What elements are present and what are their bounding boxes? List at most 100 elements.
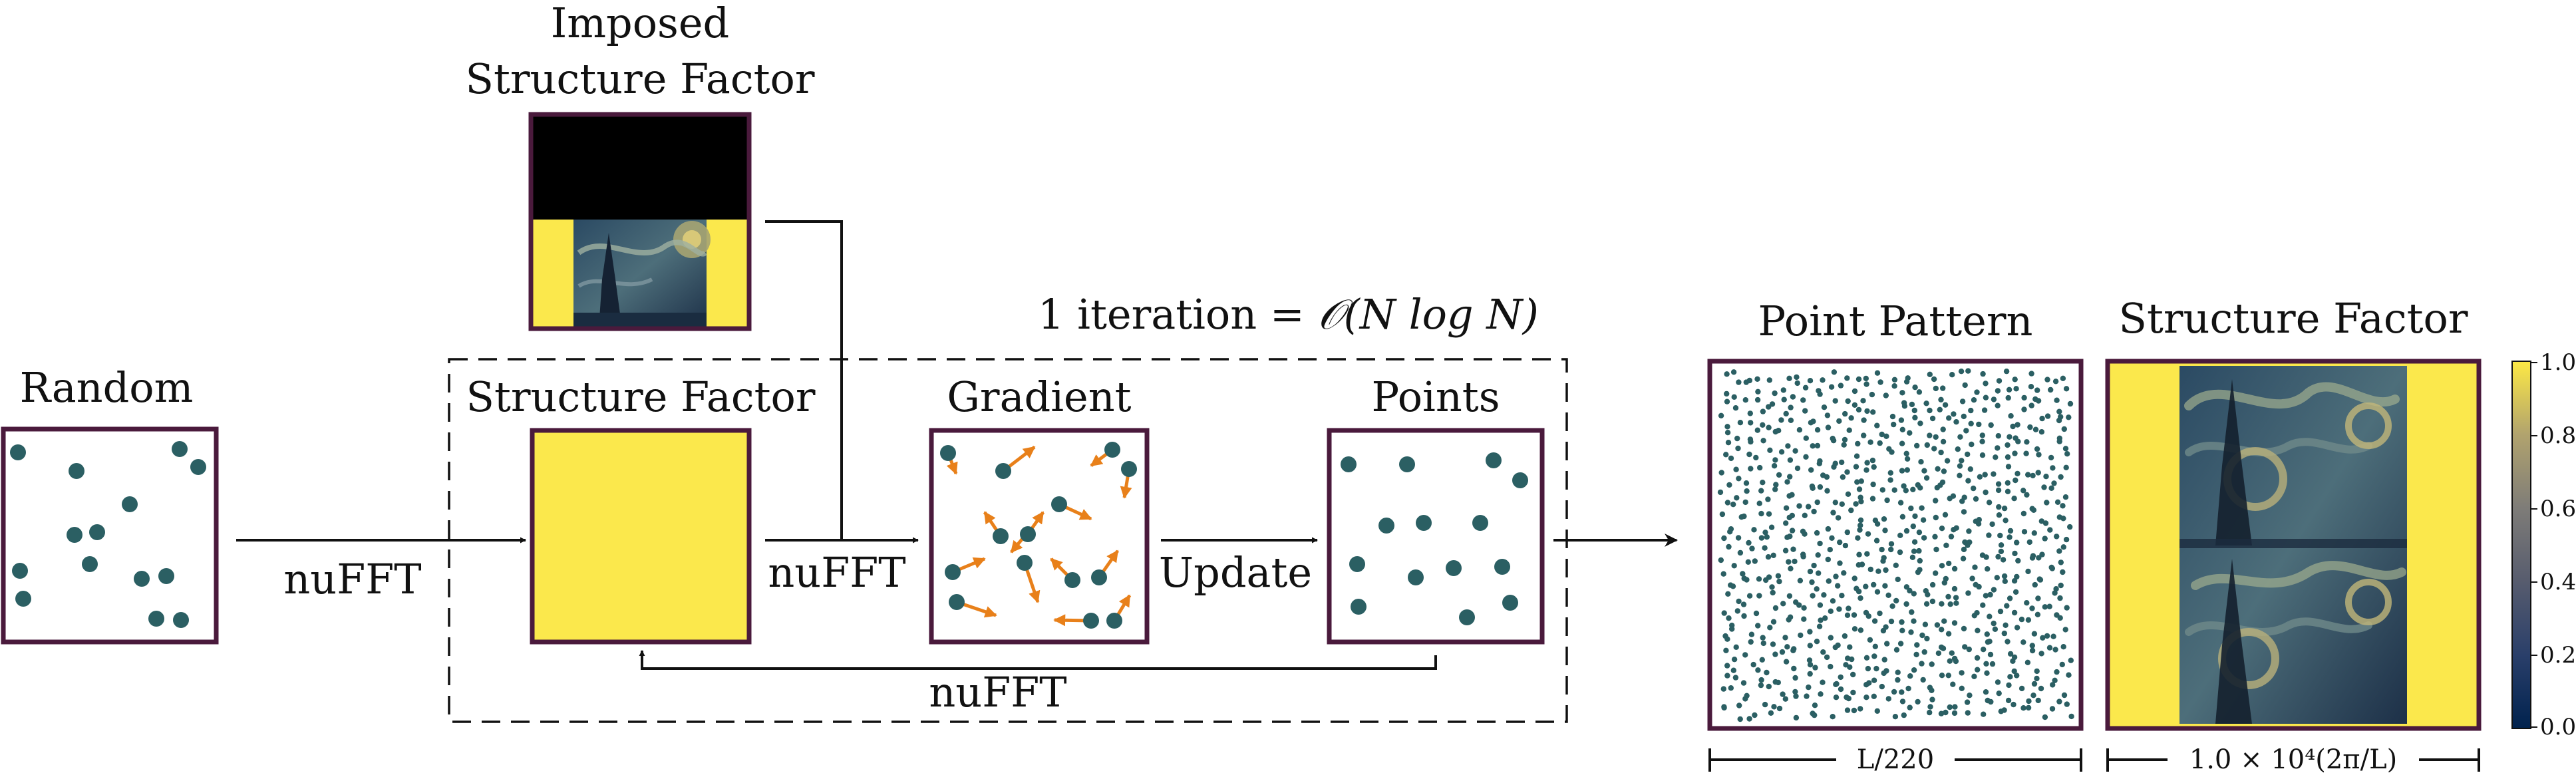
- pattern-dot: [2007, 434, 2012, 440]
- pattern-dot: [1873, 665, 1879, 672]
- pattern-dot: [1768, 524, 1775, 530]
- pattern-dot: [1871, 618, 1878, 624]
- pattern-dot: [1857, 627, 1864, 633]
- pattern-dot: [1938, 710, 1945, 716]
- pattern-dot: [1942, 402, 1949, 408]
- colorbar-tick-label: 1.0: [2540, 349, 2576, 376]
- pattern-dot: [1792, 448, 1798, 454]
- pattern-dot: [1821, 592, 1827, 598]
- pattern-dot: [1853, 453, 1860, 459]
- pattern-dot: [2021, 406, 2027, 412]
- pattern-dot: [1779, 649, 1786, 655]
- pattern-dot: [2034, 387, 2040, 393]
- pattern-dot: [1863, 583, 1869, 589]
- imposed-title-line1: Imposed: [550, 0, 730, 47]
- pattern-dot: [2018, 685, 2025, 692]
- pattern-dot: [1748, 631, 1755, 637]
- pattern-dot: [1721, 610, 1727, 616]
- pattern-dot: [1949, 650, 1955, 656]
- pattern-dot: [1919, 661, 1925, 667]
- gradient-dots: [940, 442, 1137, 629]
- pattern-dot: [1756, 593, 1762, 599]
- pattern-dot: [1869, 457, 1876, 464]
- pattern-dot: [1811, 508, 1817, 515]
- pattern-dot: [1934, 622, 1941, 628]
- pattern-dot: [2005, 639, 2011, 645]
- pattern-dot: [1887, 470, 1893, 476]
- pattern-dot: [2056, 548, 2062, 554]
- pattern-dot: [1731, 657, 1738, 663]
- pattern-dot: [1825, 424, 1832, 430]
- pattern-dot: [1904, 456, 1911, 462]
- pattern-dot: [1911, 539, 1918, 545]
- scale-label-right: 1.0 × 10⁴(2π/L): [2189, 744, 2398, 775]
- pattern-dot: [1998, 542, 2005, 548]
- pattern-dot: [2005, 488, 2011, 494]
- random-dots: [10, 441, 206, 628]
- pattern-dot: [1933, 546, 1939, 553]
- pattern-dot: [1780, 601, 1786, 607]
- pattern-dot: [1971, 673, 1977, 679]
- pattern-dot: [1759, 657, 1765, 663]
- pattern-dot: [2030, 472, 2036, 479]
- pattern-dot: [1817, 602, 1824, 608]
- pattern-dot: [1879, 683, 1885, 690]
- pattern-dot: [1790, 546, 1796, 552]
- pattern-dot: [1855, 440, 1861, 447]
- pattern-dot: [2058, 559, 2064, 565]
- pattern-dot: [1882, 528, 1888, 534]
- point-pattern-panel: [1707, 359, 2084, 731]
- pattern-dot: [2007, 674, 2013, 680]
- pattern-dot: [1888, 541, 1895, 547]
- pattern-dot: [1997, 608, 2004, 615]
- pattern-dot: [1907, 704, 1913, 710]
- pattern-dot: [1852, 402, 1858, 408]
- pattern-dot: [1895, 669, 1901, 675]
- pattern-dot: [1940, 385, 1946, 391]
- pattern-dot: [2025, 568, 2031, 575]
- pattern-dot: [1874, 370, 1881, 376]
- pattern-dot: [2066, 672, 2072, 678]
- pattern-dot: [1769, 584, 1775, 590]
- pattern-dot: [1941, 579, 1947, 586]
- pattern-dot: [1929, 581, 1936, 588]
- pattern-dot: [1874, 589, 1881, 595]
- pattern-dot: [1796, 602, 1802, 608]
- pattern-dot: [1899, 627, 1905, 633]
- points-dots: [1341, 452, 1528, 625]
- pattern-dot: [1988, 422, 1994, 428]
- pattern-dot: [2060, 503, 2066, 509]
- pattern-dot: [1917, 567, 1923, 573]
- pattern-dot: [2032, 426, 2039, 432]
- pattern-dot: [1822, 615, 1828, 621]
- pattern-dot: [1988, 699, 1994, 705]
- pattern-dot: [1807, 643, 1813, 649]
- pattern-dot: [1864, 551, 1870, 557]
- pattern-dot: [1844, 707, 1851, 713]
- pattern-dot: [1940, 645, 1947, 651]
- pattern-dot: [1945, 631, 1952, 637]
- pattern-dot: [1919, 632, 1925, 639]
- pattern-dot: [1726, 615, 1732, 621]
- pattern-dot: [1904, 467, 1910, 473]
- pattern-dot: [1871, 653, 1877, 659]
- pattern-dot: [2052, 647, 2058, 653]
- pattern-dot: [2014, 422, 2020, 428]
- pattern-dot: [1732, 675, 1739, 681]
- structure-factor-result-panel: [2105, 359, 2482, 731]
- pattern-dot: [1720, 571, 1726, 577]
- pattern-dot: [1752, 558, 1758, 564]
- pattern-dot: [1771, 463, 1778, 469]
- pattern-dot: [1840, 474, 1846, 480]
- pattern-dot: [1933, 434, 1939, 440]
- pattern-dot: [1991, 587, 1997, 593]
- pattern-dot: [1929, 687, 1935, 694]
- pattern-dot: [1918, 459, 1924, 465]
- pattern-dot: [1907, 430, 1913, 436]
- pattern-dot: [1792, 675, 1798, 681]
- pattern-dot: [1873, 538, 1880, 544]
- pattern-dot: [1838, 686, 1844, 693]
- pattern-dot: [2007, 595, 2013, 601]
- pattern-dot: [1933, 385, 1939, 392]
- pattern-dot: [1981, 647, 1987, 653]
